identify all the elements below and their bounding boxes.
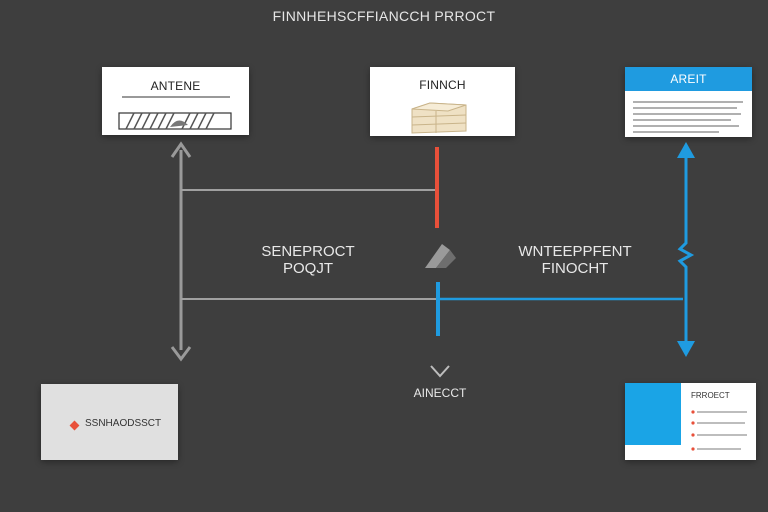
card-top-right-header: [625, 67, 752, 91]
card-top-left-label: ANTENE: [150, 79, 201, 93]
card-top-right-label: AREIT: [670, 72, 707, 86]
bottom-center-label: AINECCT: [413, 386, 467, 400]
right-label-line2: FINOCHT: [541, 260, 609, 277]
left-label-line2: POQJT: [282, 260, 333, 277]
diagram-title: FINNHEHSCFFIANCCH PRROCT: [272, 8, 496, 24]
card-bottom-right-label: FRROECT: [691, 391, 730, 400]
card-top-left: ANTENE: [102, 67, 249, 135]
right-label: WNTEEPPFENT FINOCHT: [490, 243, 660, 277]
striped-graphic-icon: [118, 96, 232, 130]
card-top-center: FINNCH: [370, 67, 515, 136]
card-bottom-left-label: SSNHAODSSCT: [85, 418, 162, 429]
left-label: SENEPROCT POQJT: [228, 243, 388, 277]
right-label-line1: WNTEEPPFENT: [518, 243, 632, 260]
card-top-center-label: FINNCH: [419, 78, 466, 92]
card-bottom-right-bar: [625, 383, 681, 445]
card-top-right: AREIT: [625, 67, 752, 137]
left-label-line1: SENEPROCT: [261, 243, 355, 260]
card-bottom-left: SSNHAODSSCT: [41, 384, 178, 460]
text-lines-icon: [633, 101, 743, 133]
bullet-list-icon: [691, 410, 747, 451]
card-bottom-right: FRROECT: [625, 383, 756, 460]
box-stack-icon: [411, 102, 467, 134]
